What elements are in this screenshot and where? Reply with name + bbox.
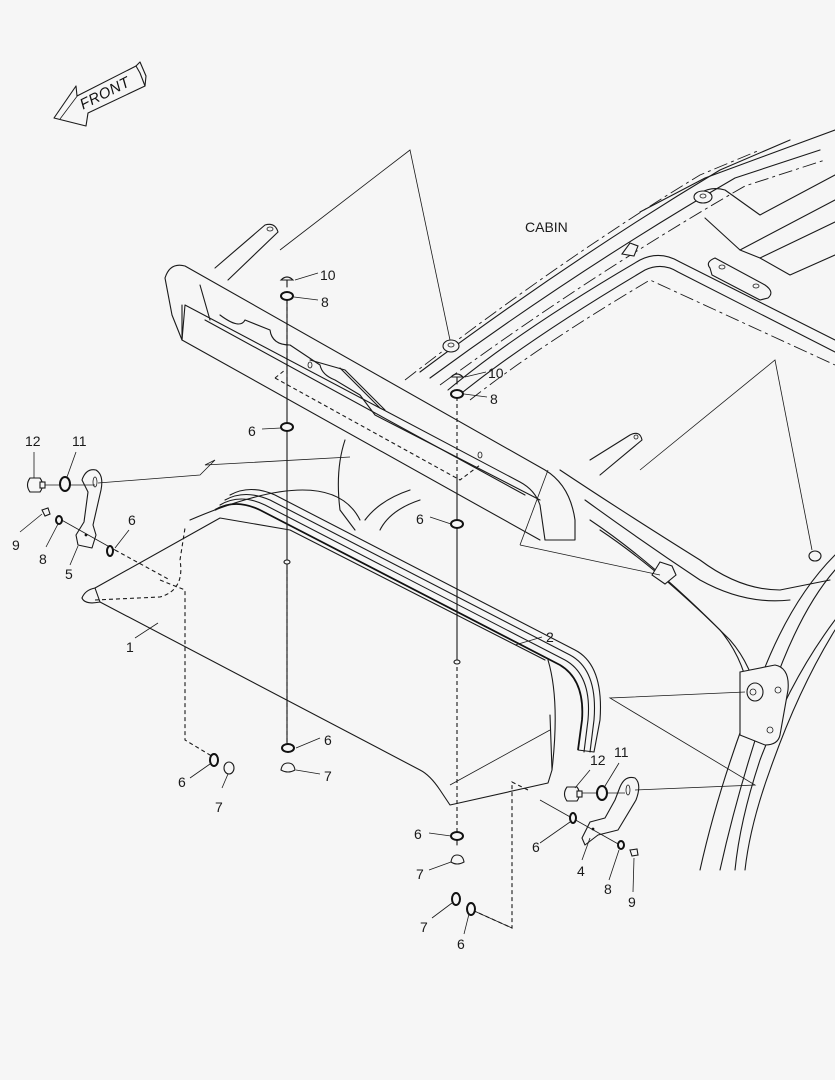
callout-11: 11 bbox=[614, 744, 629, 760]
callout-9: 9 bbox=[628, 894, 636, 910]
cabin-roof bbox=[337, 129, 835, 871]
fastener-axes bbox=[40, 299, 757, 929]
callout-6: 6 bbox=[414, 826, 422, 842]
callout-4: 4 bbox=[577, 863, 585, 879]
callout-5: 5 bbox=[65, 566, 73, 582]
front-arrow-icon bbox=[53, 61, 147, 127]
hinge-bracket-5 bbox=[75, 469, 103, 549]
callout-2: 2 bbox=[546, 629, 554, 645]
callout-10: 10 bbox=[488, 365, 504, 381]
callout-10: 10 bbox=[320, 267, 336, 283]
callout-7: 7 bbox=[215, 799, 223, 815]
callout-7: 7 bbox=[324, 768, 332, 784]
callout-1: 1 bbox=[126, 639, 134, 655]
callout-7: 7 bbox=[420, 919, 428, 935]
visor-bracket bbox=[164, 149, 813, 576]
callout-8: 8 bbox=[604, 881, 612, 897]
callout-6: 6 bbox=[324, 732, 332, 748]
cabin-label: CABIN bbox=[525, 219, 568, 235]
callout-6: 6 bbox=[178, 774, 186, 790]
callout-12: 12 bbox=[25, 433, 41, 449]
callout-7: 7 bbox=[416, 866, 424, 882]
callout-11: 11 bbox=[72, 433, 87, 449]
callout-6: 6 bbox=[128, 512, 136, 528]
visor-panel bbox=[81, 488, 602, 806]
callout-8: 8 bbox=[39, 551, 47, 567]
callout-8: 8 bbox=[490, 391, 498, 407]
hardware bbox=[26, 276, 639, 916]
leader-lines bbox=[19, 272, 635, 935]
callout-12: 12 bbox=[590, 752, 606, 768]
hinge-bracket-4 bbox=[581, 776, 640, 846]
callout-8: 8 bbox=[321, 294, 329, 310]
callout-6: 6 bbox=[457, 936, 465, 952]
callout-9: 9 bbox=[12, 537, 20, 553]
callout-6: 6 bbox=[532, 839, 540, 855]
callout-6: 6 bbox=[248, 423, 256, 439]
callout-6: 6 bbox=[416, 511, 424, 527]
